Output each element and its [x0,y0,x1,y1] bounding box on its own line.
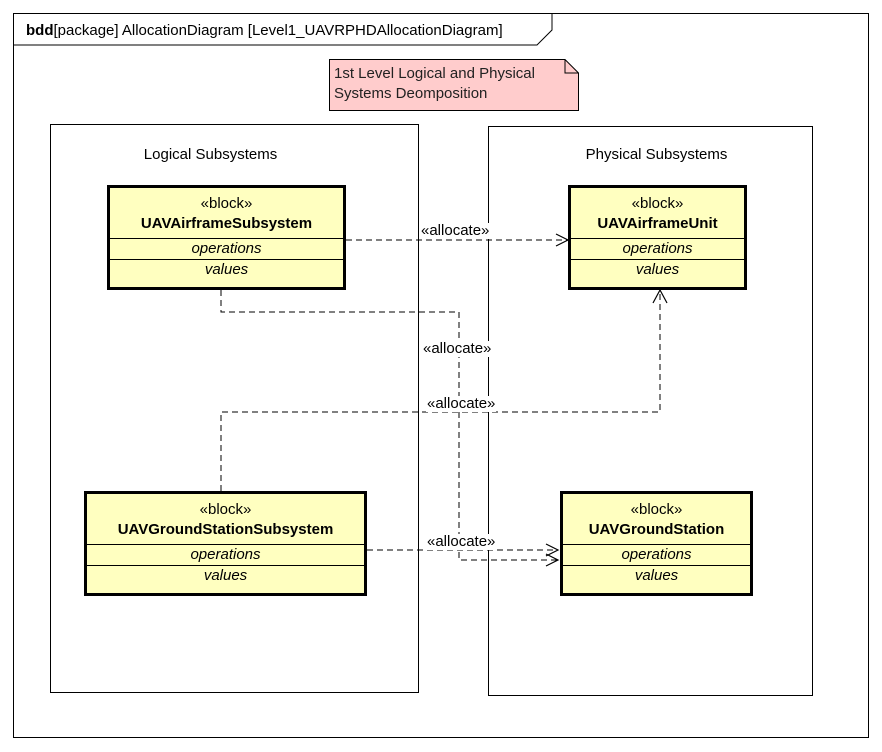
block-stereotype: «block» [630,501,683,518]
block-uav-ground-station[interactable]: «block» UAVGroundStation operations valu… [560,491,753,596]
block-values: values [87,565,364,586]
block-values: values [571,259,744,280]
block-operations: operations [563,544,750,565]
note-shape [329,59,579,111]
block-name: UAVAirframeSubsystem [140,215,313,232]
block-name: UAVGroundStationSubsystem [117,521,334,538]
block-operations: operations [110,238,343,259]
block-stereotype: «block» [199,501,252,518]
frame-name: [package] AllocationDiagram [Level1_UAVR… [53,22,503,39]
block-values: values [110,259,343,280]
note-fold [564,59,579,74]
block-uav-ground-station-subsystem[interactable]: «block» UAVGroundStationSubsystem operat… [84,491,367,596]
frame-tab-outline [13,13,553,46]
diagram-frame [13,13,869,738]
block-values: values [563,565,750,586]
note: 1st Level Logical and Physical Systems D… [334,64,535,104]
block-stereotype: «block» [631,195,684,212]
block-uav-airframe-unit[interactable]: «block» UAVAirframeUnit operations value… [568,185,747,290]
frame-keyword: bdd [26,22,54,39]
block-operations: operations [571,238,744,259]
allocation-label: «allocate» [422,340,493,357]
block-name: UAVAirframeUnit [597,215,718,232]
logical-subsystems-title: Logical Subsystems [143,146,278,163]
allocation-label: «allocate» [426,533,497,550]
allocation-label: «allocate» [420,222,491,239]
note-line-2: Systems Deomposition [334,85,488,102]
block-operations: operations [87,544,364,565]
frame-title: bdd[package] AllocationDiagram [Level1_U… [26,22,503,39]
allocation-label: «allocate» [426,395,497,412]
block-name: UAVGroundStation [588,521,725,538]
block-stereotype: «block» [200,195,253,212]
physical-subsystems-title: Physical Subsystems [585,146,728,163]
note-line-1: 1st Level Logical and Physical [334,65,535,82]
block-uav-airframe-subsystem[interactable]: «block» UAVAirframeSubsystem operations … [107,185,346,290]
